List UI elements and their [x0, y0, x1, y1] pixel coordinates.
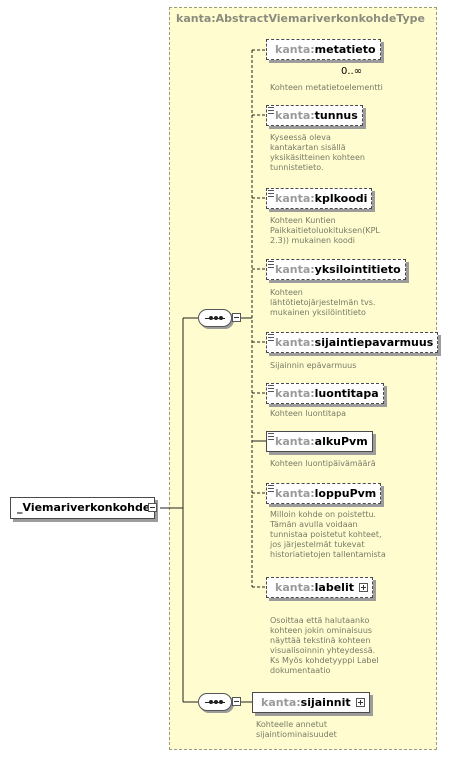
element-alkupvm[interactable]: kanta:alkuPvm	[266, 431, 373, 452]
element-sijainnit[interactable]: kanta:sijainnit	[252, 692, 370, 713]
expand-labelit-icon[interactable]	[358, 583, 368, 592]
collapse-sequence-main-icon[interactable]	[232, 313, 241, 322]
root-element-viemariverkonkohde[interactable]: _Viemariverkonkohde	[10, 497, 155, 519]
element-description: Milloin kohde on poistettu.Tämän avulla …	[270, 510, 386, 559]
type-title: kanta:AbstractViemariverkonkohdeType	[176, 12, 426, 25]
sequence-compositor-main[interactable]	[198, 309, 232, 327]
element-description: Kohteen luontitapa	[270, 409, 347, 418]
element-yksilointitieto[interactable]: kanta:yksilointitieto	[266, 259, 406, 280]
element-metatieto[interactable]: kanta:metatieto	[266, 39, 381, 60]
root-element-label: _Viemariverkonkohde	[17, 501, 151, 514]
element-description: Kohteen metatietoelementti	[270, 83, 383, 92]
collapse-root-icon[interactable]	[148, 503, 157, 512]
element-kplkoodi[interactable]: kanta:kplkoodi	[266, 188, 373, 209]
element-loppupvm[interactable]: kanta:loppuPvm	[266, 483, 382, 504]
element-labelit[interactable]: kanta:labelit	[266, 577, 373, 598]
element-description: Sijainnin epävarmuus	[270, 361, 357, 370]
type-container	[169, 7, 437, 750]
element-description: Kohteen luontipäivämäärä	[270, 459, 376, 468]
element-tunnus[interactable]: kanta:tunnus	[266, 105, 363, 126]
expand-sijainnit-icon[interactable]	[355, 698, 365, 707]
collapse-sequence-sijainnit-icon[interactable]	[232, 697, 241, 706]
element-sijaintiepavarmuus[interactable]: kanta:sijaintiepavarmuus	[266, 332, 439, 353]
sequence-compositor-sijainnit[interactable]	[198, 693, 232, 711]
occurrence-range: 0..∞	[341, 66, 363, 77]
element-luontitapa[interactable]: kanta:luontitapa	[266, 383, 384, 404]
